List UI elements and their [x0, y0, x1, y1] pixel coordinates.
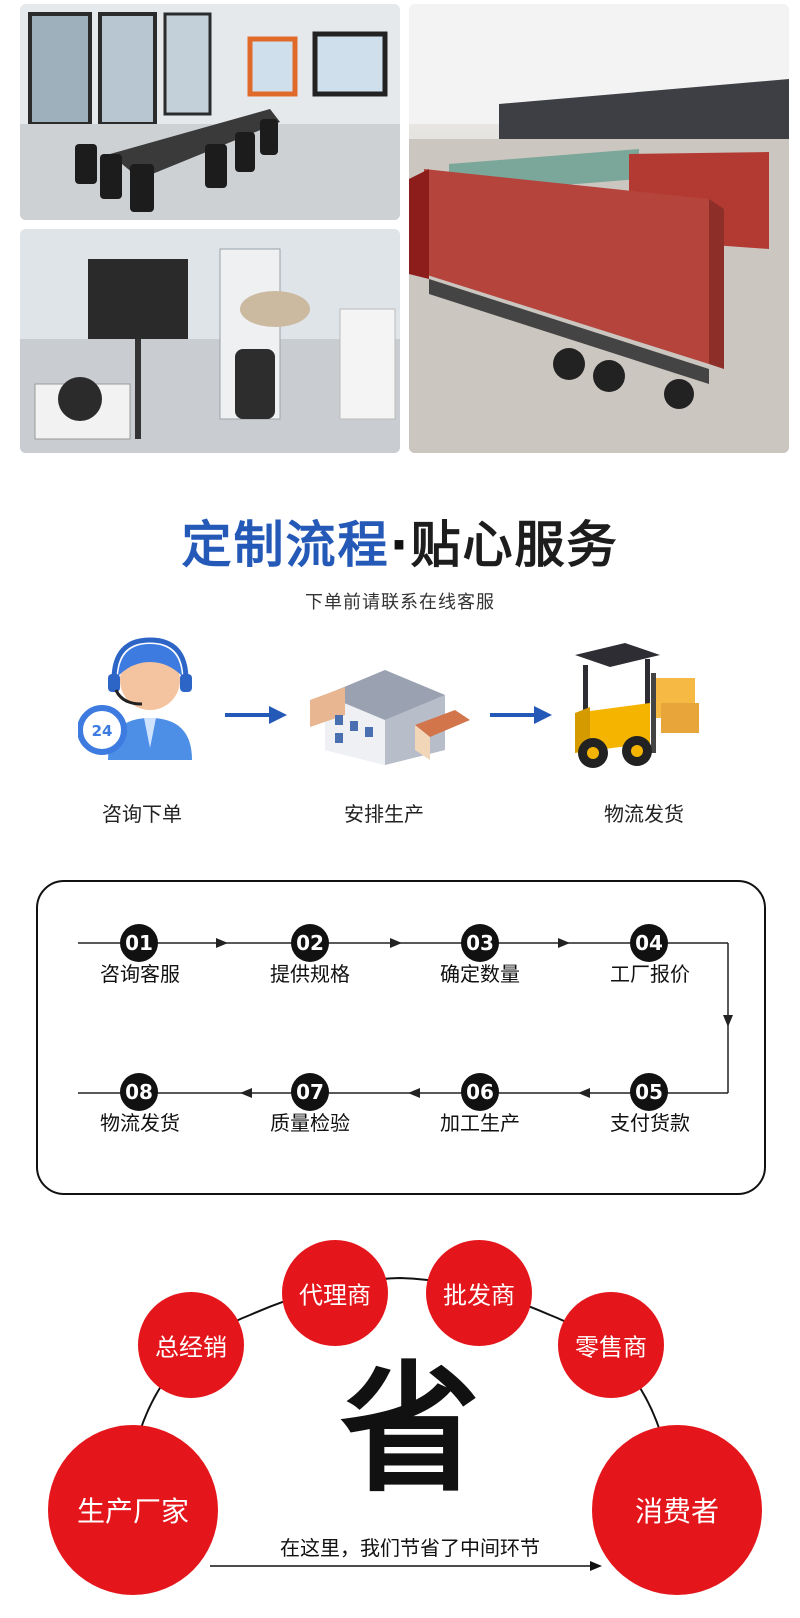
step-label-production: 安排生产 — [344, 802, 424, 826]
save-character: 省 — [340, 1348, 481, 1512]
process-badge-01: 01 — [120, 924, 158, 962]
factory-icon — [305, 655, 475, 765]
workshop-equipment-photo — [20, 229, 400, 453]
process-label-02: 提供规格 — [270, 962, 350, 986]
title-part1: 定制流程 — [181, 516, 390, 574]
agent-label: 代理商 — [299, 1281, 371, 1310]
subtitle: 下单前请联系在线客服 — [305, 592, 495, 613]
process-badge-08: 08 — [120, 1073, 158, 1111]
arrow-right-icon — [490, 706, 552, 724]
retailer-circle: 零售商 — [558, 1292, 664, 1398]
step-label-consult: 咨询下单 — [102, 802, 182, 826]
distributor-circle: 总经销 — [138, 1292, 244, 1398]
process-badge-05: 05 — [630, 1073, 668, 1111]
retailer-label: 零售商 — [575, 1333, 647, 1362]
process-label-06: 加工生产 — [440, 1111, 520, 1135]
customer-service-icon: 24 — [77, 630, 198, 760]
consumer-circle: 消费者 — [592, 1425, 762, 1595]
process-label-05: 支付货款 — [610, 1111, 690, 1135]
process-label-03: 确定数量 — [440, 962, 520, 986]
process-badge-04: 04 — [630, 924, 668, 962]
process-badge-03: 03 — [461, 924, 499, 962]
process-flow-box — [36, 880, 766, 1195]
producer-circle: 生产厂家 — [48, 1425, 218, 1595]
svg-text:24: 24 — [92, 722, 113, 740]
container-truck-photo — [409, 4, 789, 453]
producer-label: 生产厂家 — [76, 1495, 189, 1528]
section-title: 定制流程·贴心服务 — [0, 505, 800, 577]
process-badge-07: 07 — [291, 1073, 329, 1111]
title-part2: 贴心服务 — [410, 516, 619, 574]
process-badge-06: 06 — [461, 1073, 499, 1111]
wholesaler-label: 批发商 — [443, 1281, 515, 1310]
process-label-08: 物流发货 — [100, 1111, 180, 1135]
distributor-label: 总经销 — [155, 1333, 227, 1362]
process-label-07: 质量检验 — [270, 1111, 350, 1135]
process-badge-02: 02 — [291, 924, 329, 962]
title-separator: · — [389, 516, 411, 574]
wholesaler-circle: 批发商 — [426, 1240, 532, 1346]
forklift-icon — [565, 643, 705, 773]
conference-room-photo — [20, 4, 400, 220]
savings-caption: 在这里，我们节省了中间环节 — [280, 1536, 540, 1560]
step-label-shipping: 物流发货 — [604, 802, 684, 826]
process-label-04: 工厂报价 — [610, 962, 690, 986]
arrow-right-icon — [225, 706, 287, 724]
process-label-01: 咨询客服 — [100, 962, 180, 986]
agent-circle: 代理商 — [282, 1240, 388, 1346]
consumer-label: 消费者 — [634, 1495, 719, 1528]
